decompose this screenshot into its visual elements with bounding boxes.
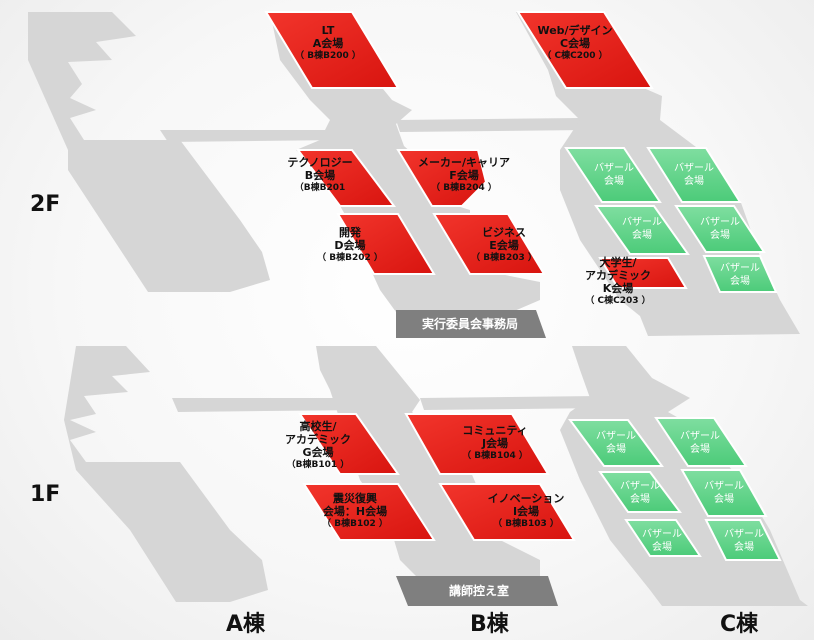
bazaar-label-7: バザール会場 [680, 431, 720, 455]
bazaar-label-4: バザール会場 [700, 217, 740, 241]
bazaar-label-6: バザール会場 [596, 431, 636, 455]
room-tech-b [296, 149, 396, 207]
bazaar-label-1: バザール会場 [594, 163, 634, 187]
bazaar-label-8: バザール会場 [620, 481, 660, 505]
room-label-dev-d: 開発 D会場 （ B棟B202 ） [317, 226, 383, 263]
room-label-maker-f: メーカー/キャリア F会場 （ B棟B204 ） [417, 156, 511, 193]
building-a-1f [64, 346, 268, 602]
room-univ-k [598, 257, 688, 289]
corridor-bc-1f [420, 396, 606, 410]
room-maker-f [396, 149, 488, 207]
room-label-web-c: Web/デザイン C会場 （ C棟C200 ） [537, 24, 613, 61]
room-label-lt-a: LT A会場 （ B棟B200 ） [295, 24, 361, 61]
room-innovation-i [438, 483, 576, 541]
room-lt-a [264, 11, 400, 89]
corridor-ab-2f [160, 130, 344, 142]
room-community-j [404, 413, 550, 475]
bazaar-label-2: バザール会場 [674, 163, 714, 187]
bazaar-rooms [564, 147, 782, 561]
rooms-2f [264, 11, 688, 289]
bazaar-label-11: バザール会場 [724, 529, 764, 553]
room-biz-e [432, 213, 546, 275]
office-lower-shape [396, 576, 558, 606]
floor-label-1f: 1F [30, 482, 61, 507]
floor-label-2f: 2F [30, 192, 61, 217]
building-a-2f [28, 12, 270, 292]
building-label-b: B棟 [470, 612, 509, 637]
bazaar-label-10: バザール会場 [642, 529, 682, 553]
rooms-1f [298, 413, 576, 541]
bazaar-label-5: バザール会場 [720, 263, 760, 287]
bazaar-label-3: バザール会場 [622, 217, 662, 241]
room-web-c [516, 11, 654, 89]
corridor-ab-1f [172, 398, 364, 412]
room-label-disaster-h: 震災復興 会場：H会場 （ B棟B102 ） [322, 492, 388, 529]
room-label-hs-g: 高校生/ アカデミック G会場 （B棟B101 ） [285, 420, 351, 470]
room-label-community-j: コミュニティ J会場 （ B棟B104 ） [462, 424, 528, 461]
room-hs-g [298, 413, 400, 475]
room-dev-d [336, 213, 436, 275]
office-upper-shape [396, 310, 546, 338]
office-lower: 講師控え室 [448, 584, 509, 598]
building-c-1f [560, 346, 808, 606]
building-label-c: C棟 [720, 612, 759, 637]
room-label-biz-e: ビジネス E会場 （ B棟B203 ） [471, 226, 537, 263]
room-disaster-h [302, 483, 436, 541]
office-upper: 実行委員会事務局 [421, 317, 518, 331]
room-label-innovation-i: イノベーション I会場 （ B棟B103 ） [487, 492, 565, 529]
corridor-bc-2f [396, 118, 586, 132]
bazaar-label-9: バザール会場 [704, 481, 744, 505]
room-label-tech-b: テクノロジー B会場 （B棟B201 [287, 156, 353, 193]
building-label-a: A棟 [226, 612, 266, 637]
room-label-univ-k: 大学生/ アカデミック K会場 （ C棟C203 ） [585, 256, 651, 306]
